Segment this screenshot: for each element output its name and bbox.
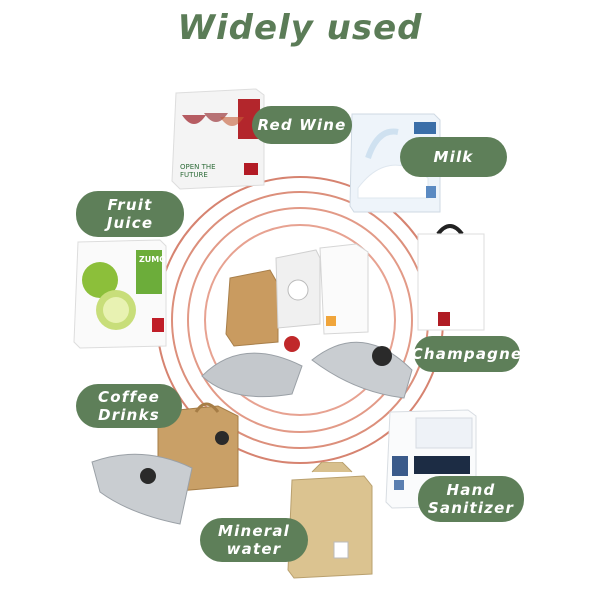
champagne-box-image (417, 224, 485, 331)
svg-text:OPEN THE: OPEN THE (180, 163, 216, 171)
red-wine-box-image: OPEN THE FUTURE (171, 88, 265, 190)
svg-text:ZUMO: ZUMO (139, 255, 166, 264)
label-hand-sanitizer-text: Hand Sanitizer (427, 481, 515, 517)
label-fruit-juice-text: Fruit Juice (106, 196, 154, 232)
label-milk-text: Milk (433, 148, 474, 166)
coffee-box-image (91, 402, 239, 525)
label-fruit-juice: Fruit Juice (76, 191, 184, 237)
label-mineral-water: Mineral water (200, 518, 308, 562)
label-hand-sanitizer: Hand Sanitizer (418, 476, 524, 522)
mineral-water-box-image (287, 462, 373, 579)
label-mineral-water-text: Mineral water (218, 522, 290, 558)
label-milk: Milk (400, 137, 507, 177)
label-champagne-text: Champagne (411, 345, 523, 363)
page-title: Widely used (177, 8, 423, 48)
fruit-juice-box-image: ZUMO (73, 239, 167, 349)
label-red-wine: Red Wine (252, 106, 352, 144)
label-coffee-drinks-text: Coffee Drinks (98, 388, 160, 424)
label-red-wine-text: Red Wine (257, 116, 347, 134)
label-champagne: Champagne (411, 336, 523, 372)
label-coffee-drinks: Coffee Drinks (76, 384, 182, 428)
center-packaging-image (201, 243, 413, 399)
svg-text:FUTURE: FUTURE (180, 171, 208, 179)
